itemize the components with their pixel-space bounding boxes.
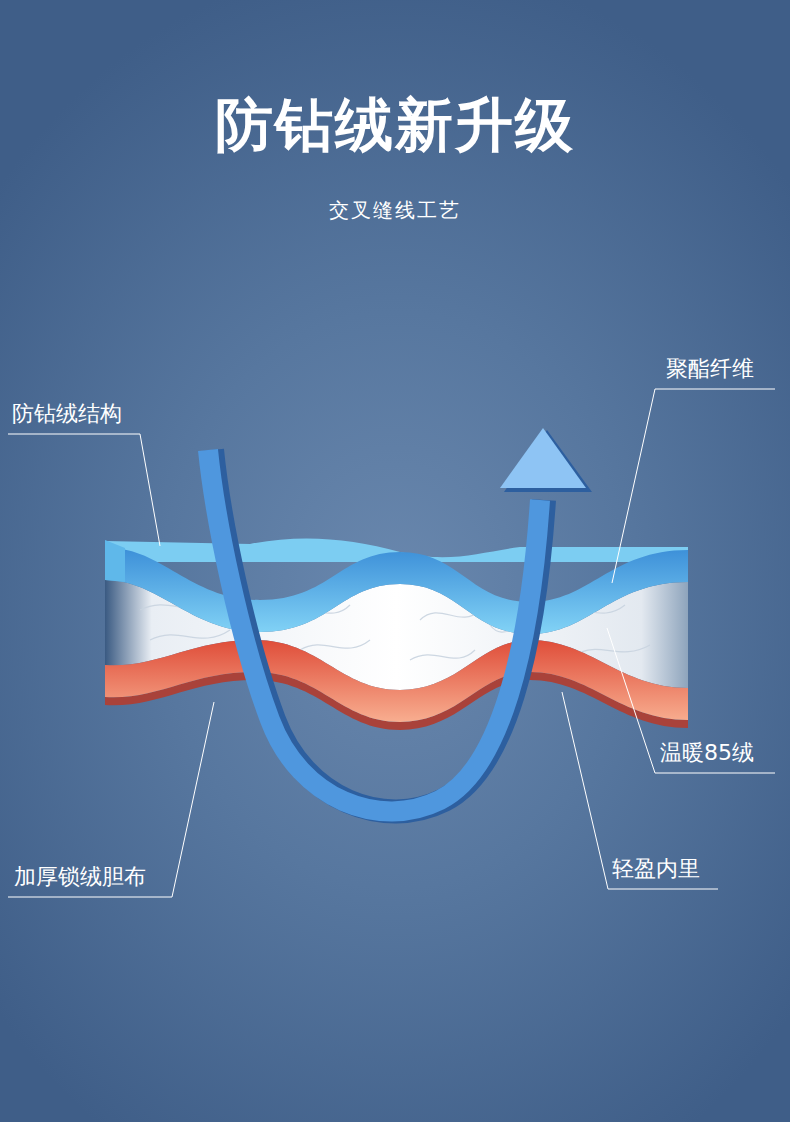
part-label: 轻盈内里 <box>612 855 700 884</box>
part-label: 防钻绒结构 <box>12 400 122 429</box>
subtitle: 交叉缝线工艺 <box>0 197 790 223</box>
shell-edge <box>105 540 125 582</box>
part-label: 加厚锁绒胆布 <box>14 863 146 892</box>
leader-lines <box>8 389 775 897</box>
arrow-head <box>500 428 586 488</box>
shell-layer <box>105 548 688 634</box>
part-label: 聚酯纤维 <box>666 355 754 384</box>
stitch-arrow-shadow <box>212 450 544 811</box>
page-title: 防钻绒新升级 <box>0 88 790 163</box>
stitch-arrow <box>208 450 540 811</box>
lining-layer <box>105 640 688 722</box>
part-label: 温暖85绒 <box>660 739 754 768</box>
